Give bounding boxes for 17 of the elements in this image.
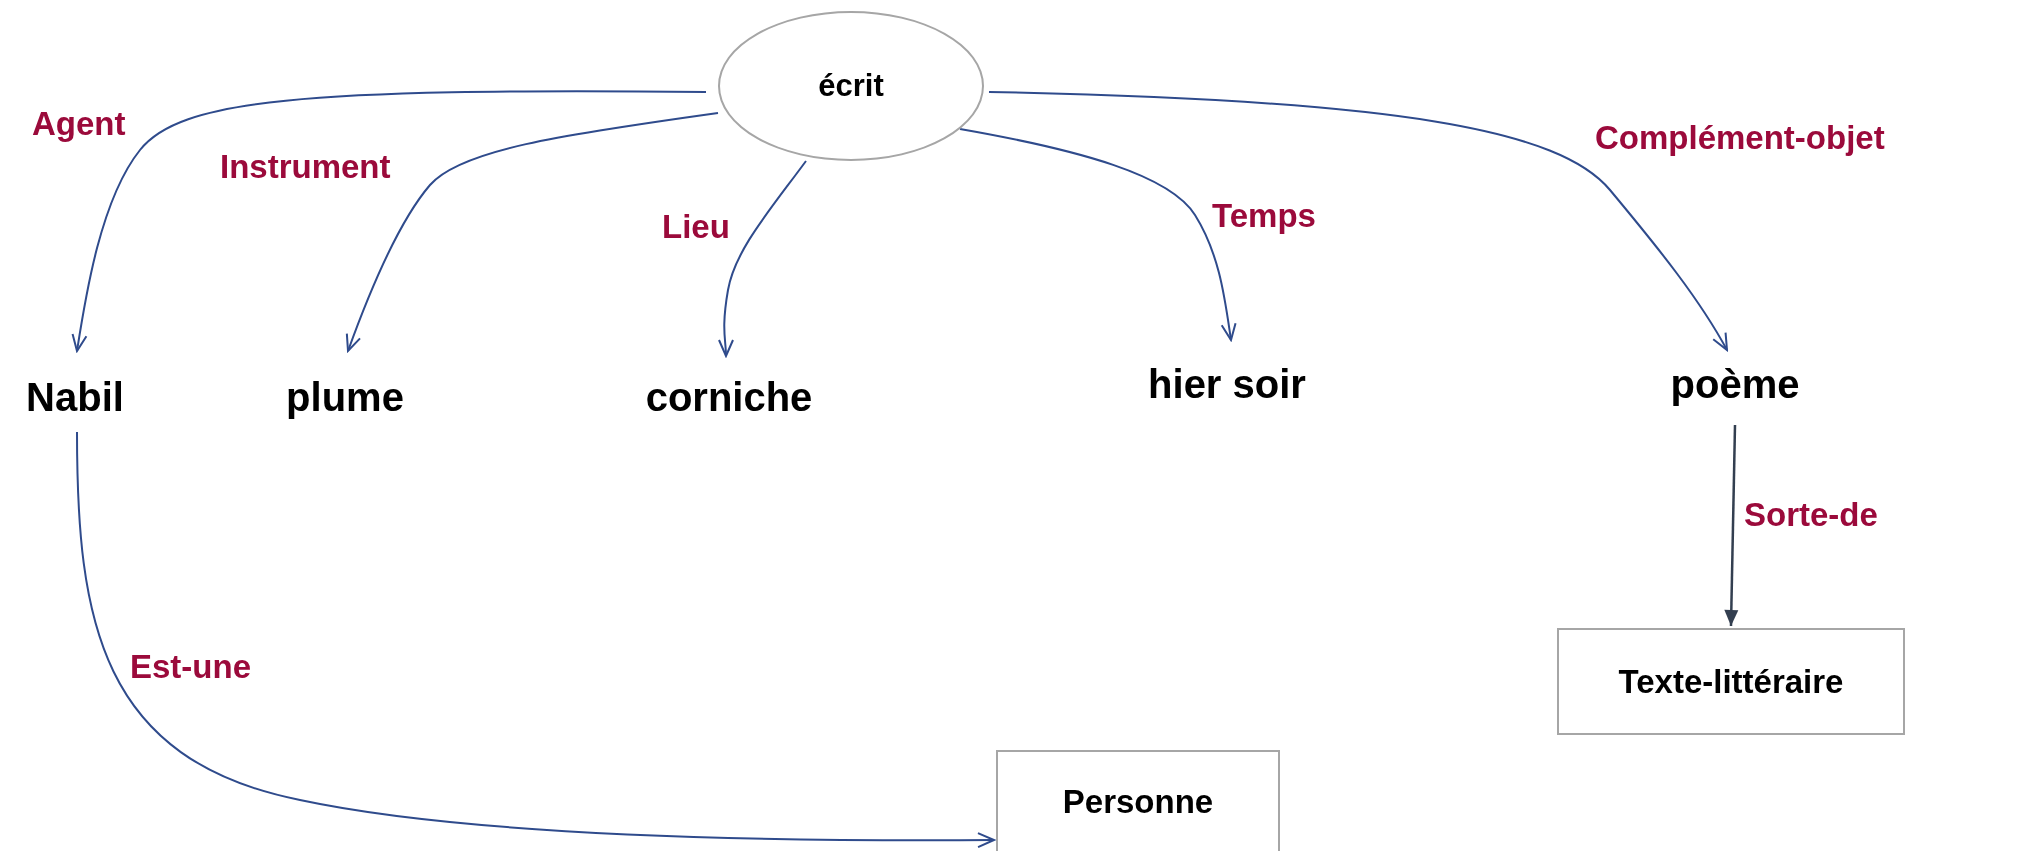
concept-word: plume [286, 374, 404, 420]
arrow [76, 431, 995, 849]
arrow [1724, 424, 1739, 627]
concept-word: poème [1670, 361, 1800, 407]
concept-box [1557, 628, 1905, 735]
arrow [959, 128, 1237, 341]
node-label: écrit [818, 68, 884, 104]
node-label: Personne [1062, 782, 1214, 821]
arrow [71, 90, 707, 352]
arrow [717, 160, 807, 357]
concept-word: hier soir [1148, 361, 1306, 407]
concept-box [996, 750, 1280, 851]
arrow [345, 112, 719, 352]
arrow [988, 91, 1728, 351]
concept-word: Nabil [26, 374, 124, 420]
node-label: Texte-littéraire [1618, 662, 1844, 701]
concept-word: corniche [645, 374, 813, 420]
